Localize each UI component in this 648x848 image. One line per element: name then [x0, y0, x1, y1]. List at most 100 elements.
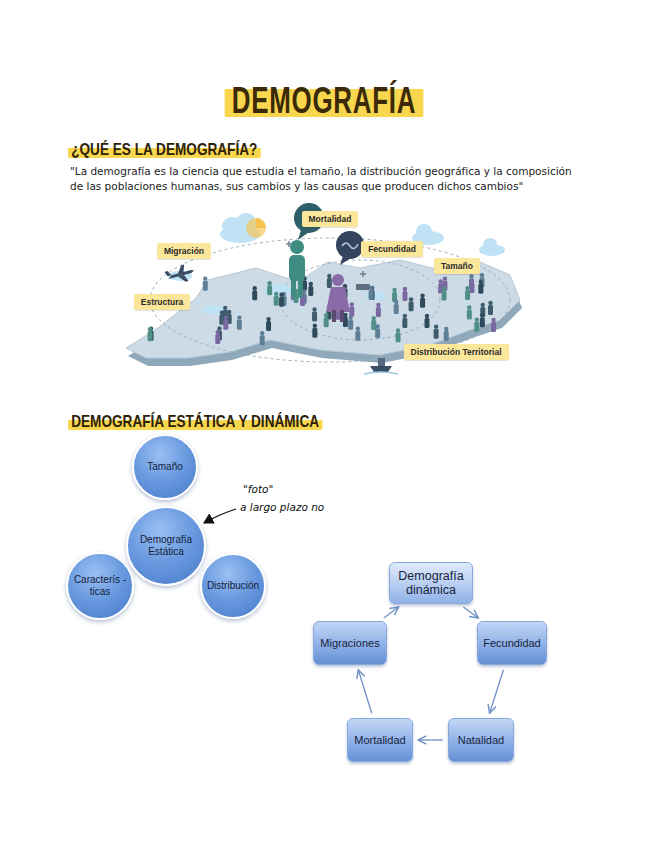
page-title: DEMOGRAFÍA [0, 80, 648, 122]
person-icon [442, 286, 447, 300]
person-icon [480, 313, 485, 327]
illustration-tag: Distribución Territorial [404, 344, 509, 360]
cloud [168, 213, 505, 315]
person-icon [215, 330, 220, 344]
person-icon [376, 303, 381, 317]
person-icon [465, 286, 470, 300]
title-text: DEMOGRAFÍA [225, 80, 424, 122]
person-icon [434, 324, 439, 338]
node-text: Fecundidad [368, 244, 416, 254]
person-icon [371, 316, 376, 330]
concept-circle: Demografía Estática [126, 506, 206, 586]
boat [364, 358, 398, 374]
label-text: DEMOGRAFÍA ESTÁTICA Y DINÁMICA [68, 412, 322, 432]
concept-circle: Caracterís -ticas [66, 552, 134, 620]
node-text: Caracterís -ticas [72, 574, 128, 598]
node-text: Fecundidad [483, 637, 541, 650]
person-icon [327, 274, 332, 288]
person-icon [444, 327, 449, 341]
cycle-box: Fecundidad [477, 621, 547, 665]
cycle-arrow [358, 670, 371, 713]
person-icon [355, 327, 360, 341]
illustration-tag: Tamaño [434, 258, 480, 274]
section-heading: DEMOGRAFÍA ESTÁTICA Y DINÁMICA [68, 412, 386, 432]
person-icon [469, 279, 474, 293]
person-icon [375, 324, 380, 338]
person-icon [223, 316, 228, 330]
concept-circle: Tamaño [132, 434, 198, 500]
person-icon [442, 276, 447, 290]
person-icon [420, 294, 425, 308]
person-icon [252, 286, 257, 300]
man-figure [289, 240, 305, 298]
section-heading: ¿QUÉ ES LA DEMOGRAFÍA? [68, 140, 309, 160]
person-icon [312, 307, 317, 321]
cycle-main-box: Demografía dinámica [389, 562, 473, 604]
node-text: Demografía Estática [132, 534, 200, 558]
node-text: Distribución [207, 580, 259, 592]
illustration-tag: Fecundidad [361, 241, 423, 257]
person-icon [348, 316, 353, 330]
person-icon [480, 303, 485, 317]
illustration-tag: Estructura [134, 294, 191, 310]
cycle-arrow [384, 607, 399, 618]
definition-quote: "La demografía es la ciencia que estudia… [70, 164, 585, 194]
handwritten-note: a largo plazo no [240, 501, 324, 513]
node-text: Mortalidad [309, 214, 352, 224]
cycle-box: Mortalidad [347, 718, 413, 762]
person-icon [369, 286, 374, 300]
node-text: Mortalidad [354, 734, 405, 747]
illustration-tag: Migración [157, 243, 211, 259]
vehicle [356, 284, 370, 290]
node-text: Estructura [141, 297, 184, 307]
person-icon [488, 301, 493, 315]
person-icon [396, 328, 401, 342]
illustration-tag: Mortalidad [302, 211, 359, 227]
note-arrow [204, 509, 236, 523]
person-icon [308, 282, 313, 296]
person-icon [474, 317, 479, 331]
node-text: Demografía dinámica [396, 569, 466, 597]
person-icon [394, 300, 399, 314]
node-text: Tamaño [147, 461, 183, 473]
node-text: Migraciones [320, 637, 379, 650]
woman-figure [326, 274, 350, 322]
dashed-orbit [150, 238, 510, 362]
person-icon [237, 315, 242, 329]
person-icon [478, 280, 483, 294]
sun [246, 218, 266, 238]
concept-circle: Distribución [200, 553, 266, 619]
person-icon [424, 314, 429, 328]
person-icon [402, 314, 407, 328]
label-text: "La demografía es la ciencia que estudia… [70, 165, 572, 192]
node-text: Distribución Territorial [411, 347, 502, 357]
person-icon [349, 302, 354, 316]
person-icon [392, 288, 397, 302]
person-icon [274, 292, 279, 306]
person-icon [203, 276, 208, 290]
person-icon [324, 313, 329, 327]
cycle-arrow [418, 739, 443, 740]
person-icon [491, 318, 496, 332]
label-text: a largo plazo no [240, 501, 324, 513]
label-text: ¿QUÉ ES LA DEMOGRAFÍA? [68, 140, 261, 160]
cycle-arrow [490, 670, 504, 713]
plane [164, 262, 196, 286]
crowd [148, 273, 497, 345]
person-icon [148, 327, 153, 341]
handwritten-note: "foto" [243, 483, 273, 495]
node-text: Migración [164, 246, 204, 256]
cycle-arrow [463, 607, 478, 618]
cycle-box: Migraciones [313, 621, 387, 665]
person-icon [266, 317, 271, 331]
person-icon [402, 287, 407, 301]
node-text: Tamaño [441, 261, 473, 271]
cycle-box: Natalidad [448, 718, 514, 762]
person-icon [312, 324, 317, 338]
label-text: "foto" [243, 483, 273, 495]
person-icon [467, 305, 472, 319]
node-text: Natalidad [458, 734, 504, 747]
person-icon [267, 281, 272, 295]
person-icon [260, 331, 265, 345]
person-icon [409, 297, 414, 311]
